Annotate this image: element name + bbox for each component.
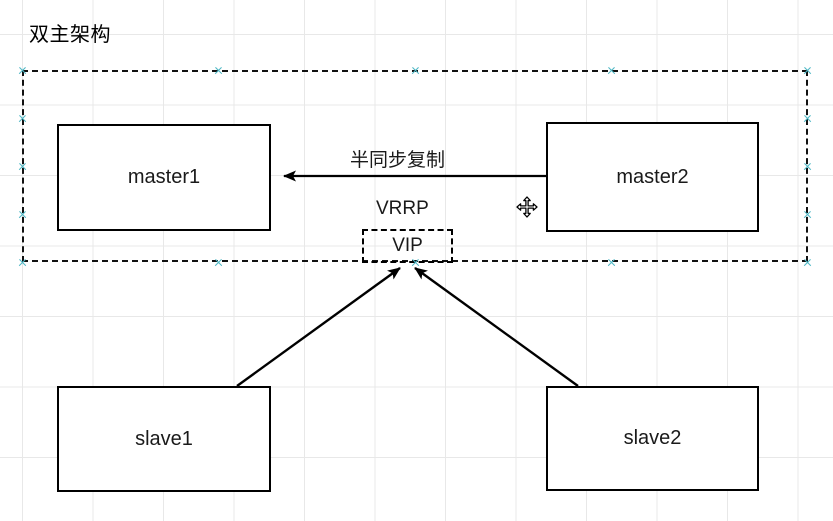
selection-handle-s2[interactable]	[607, 258, 616, 267]
node-master1[interactable]: master1	[57, 124, 271, 231]
node-slave1[interactable]: slave1	[57, 386, 271, 492]
node-master1-label: master1	[127, 166, 201, 188]
node-vip[interactable]: VIP	[362, 229, 453, 263]
node-master2[interactable]: master2	[546, 122, 759, 232]
edge-label-semisync: 半同步复制	[350, 150, 446, 171]
selection-handle-se[interactable]	[803, 258, 812, 267]
selection-handle-e1[interactable]	[803, 114, 812, 123]
node-slave2-label: slave2	[623, 427, 682, 449]
selection-handle-w1[interactable]	[18, 114, 27, 123]
selection-handle-nw[interactable]	[18, 66, 27, 75]
selection-handle-e2[interactable]	[803, 210, 812, 219]
selection-handle-s1[interactable]	[214, 258, 223, 267]
edge-slave1-to-vip[interactable]	[236, 267, 401, 387]
selection-handle-n[interactable]	[411, 66, 420, 75]
move-cursor-icon	[516, 196, 538, 218]
annotation-vrrp: VRRP	[376, 198, 429, 219]
node-slave1-label: slave1	[135, 427, 193, 450]
selection-handle-sw[interactable]	[18, 258, 27, 267]
selection-handle-e[interactable]	[803, 162, 812, 171]
selection-handle-n1[interactable]	[214, 66, 223, 75]
edge-slave2-to-vip[interactable]	[414, 267, 579, 387]
page-title: 双主架构	[29, 24, 111, 46]
selection-handle-w[interactable]	[18, 162, 27, 171]
selection-handle-s[interactable]	[411, 258, 420, 267]
selection-handle-n2[interactable]	[607, 66, 616, 75]
selection-handle-w2[interactable]	[18, 210, 27, 219]
selection-handle-ne[interactable]	[803, 66, 812, 75]
node-slave2[interactable]: slave2	[546, 386, 759, 491]
node-vip-label: VIP	[392, 235, 423, 256]
node-master2-label: master2	[616, 165, 689, 188]
